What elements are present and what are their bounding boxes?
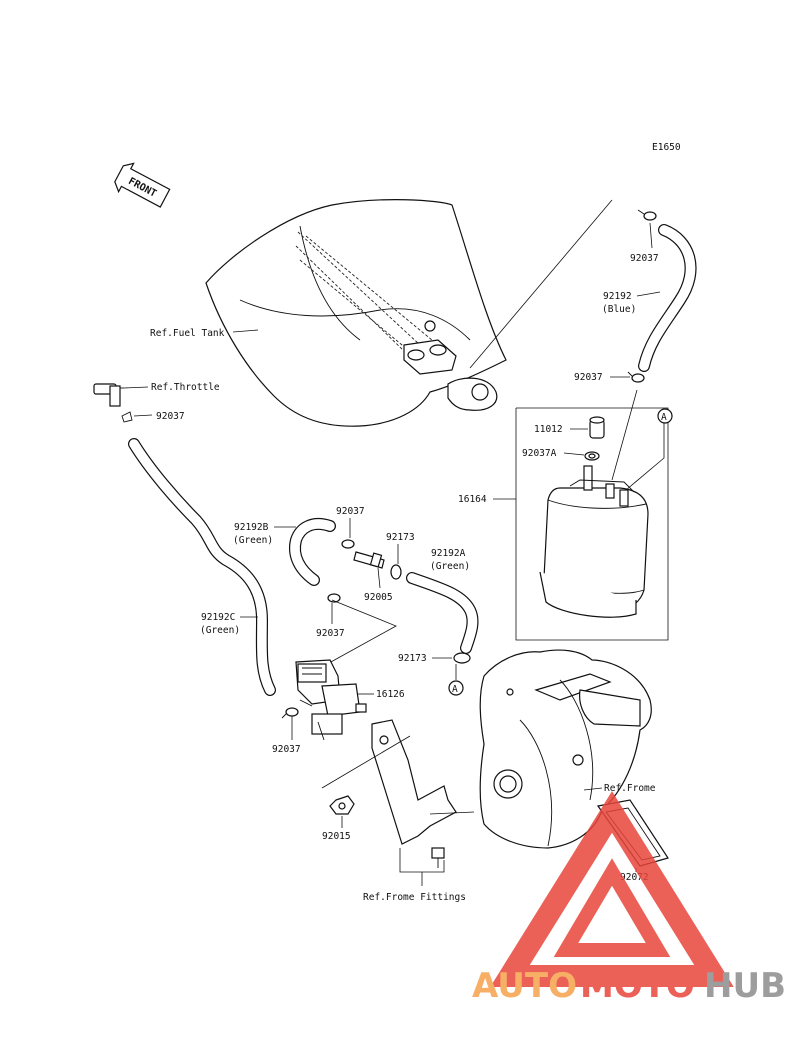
part-92037-top: 92037 [630,253,659,264]
ref-throttle-label: Ref.Throttle [151,382,220,393]
part-16126: 16126 [376,689,405,700]
watermark-text-auto: AUTO [472,966,577,1006]
watermark-text-hub: HUB [704,966,786,1006]
nut-92015 [329,795,355,815]
part-92192a-color: (Green) [430,561,470,572]
diagram-code: E1650 [652,142,681,153]
ref-frame-label: Ref.Frome [604,783,656,794]
solenoid-valve-16126 [295,599,397,741]
part-92037-mid: 92037 [574,372,603,383]
hose-92192a-green [406,572,479,654]
marker-a-top: A [661,412,667,423]
clamp-92037-b [341,539,355,549]
clamp-92037-mid [627,371,645,383]
clamp-92037-d [281,707,299,719]
clamp-92037-throttle [121,411,133,423]
hose-92192-blue [638,224,697,372]
part-92037-d: 92037 [272,744,301,755]
clamp-92173-a [390,564,402,580]
part-92192c-color: (Green) [200,625,240,636]
part-92192: 92192 [603,291,632,302]
part-11012: 11012 [534,424,563,435]
part-92173-a: 92173 [386,532,415,543]
clamp-92173-b [453,652,471,664]
bolt-frame-fitting [431,847,445,868]
part-92037-b: 92037 [336,506,365,517]
throttle-ref-fitting [93,383,124,407]
fuel-tank-ref [205,199,613,427]
cap-11012 [589,416,605,439]
canister-box-16164 [515,389,673,641]
automotohub-watermark: AUTO MOTO HUB [472,791,786,1006]
part-92192a: 92192A [431,548,466,559]
part-92037a: 92037A [522,448,557,459]
joint-92005 [353,551,385,569]
part-92072: 92072 [620,872,649,883]
clamp-92037-top [637,209,657,221]
part-92005: 92005 [364,592,393,603]
part-92037-c: 92037 [316,628,345,639]
ref-fuel-tank-label: Ref.Fuel Tank [150,328,225,339]
clamp-92037-c [327,593,341,603]
watermark-triangle-logo [490,791,734,987]
part-92192b-color: (Green) [233,535,273,546]
part-16164: 16164 [458,494,487,505]
part-92015: 92015 [322,831,351,842]
part-92192-color: (Blue) [602,304,636,315]
marker-a-bottom: A [452,684,458,695]
charcoal-canister [539,465,649,618]
front-arrow-icon: FRONT [114,162,171,208]
hose-92192b-green [289,517,336,586]
part-92192c: 92192C [201,612,235,623]
hose-92192c-green [128,438,276,696]
part-92037-throttle: 92037 [156,411,185,422]
part-92192b: 92192B [234,522,269,533]
part-92173-b: 92173 [398,653,427,664]
clip-92037a [584,451,600,461]
mounting-bracket [321,719,475,845]
ref-frame-fittings-label: Ref.Frome Fittings [363,892,466,903]
watermark-text-moto: MOTO [580,966,695,1006]
